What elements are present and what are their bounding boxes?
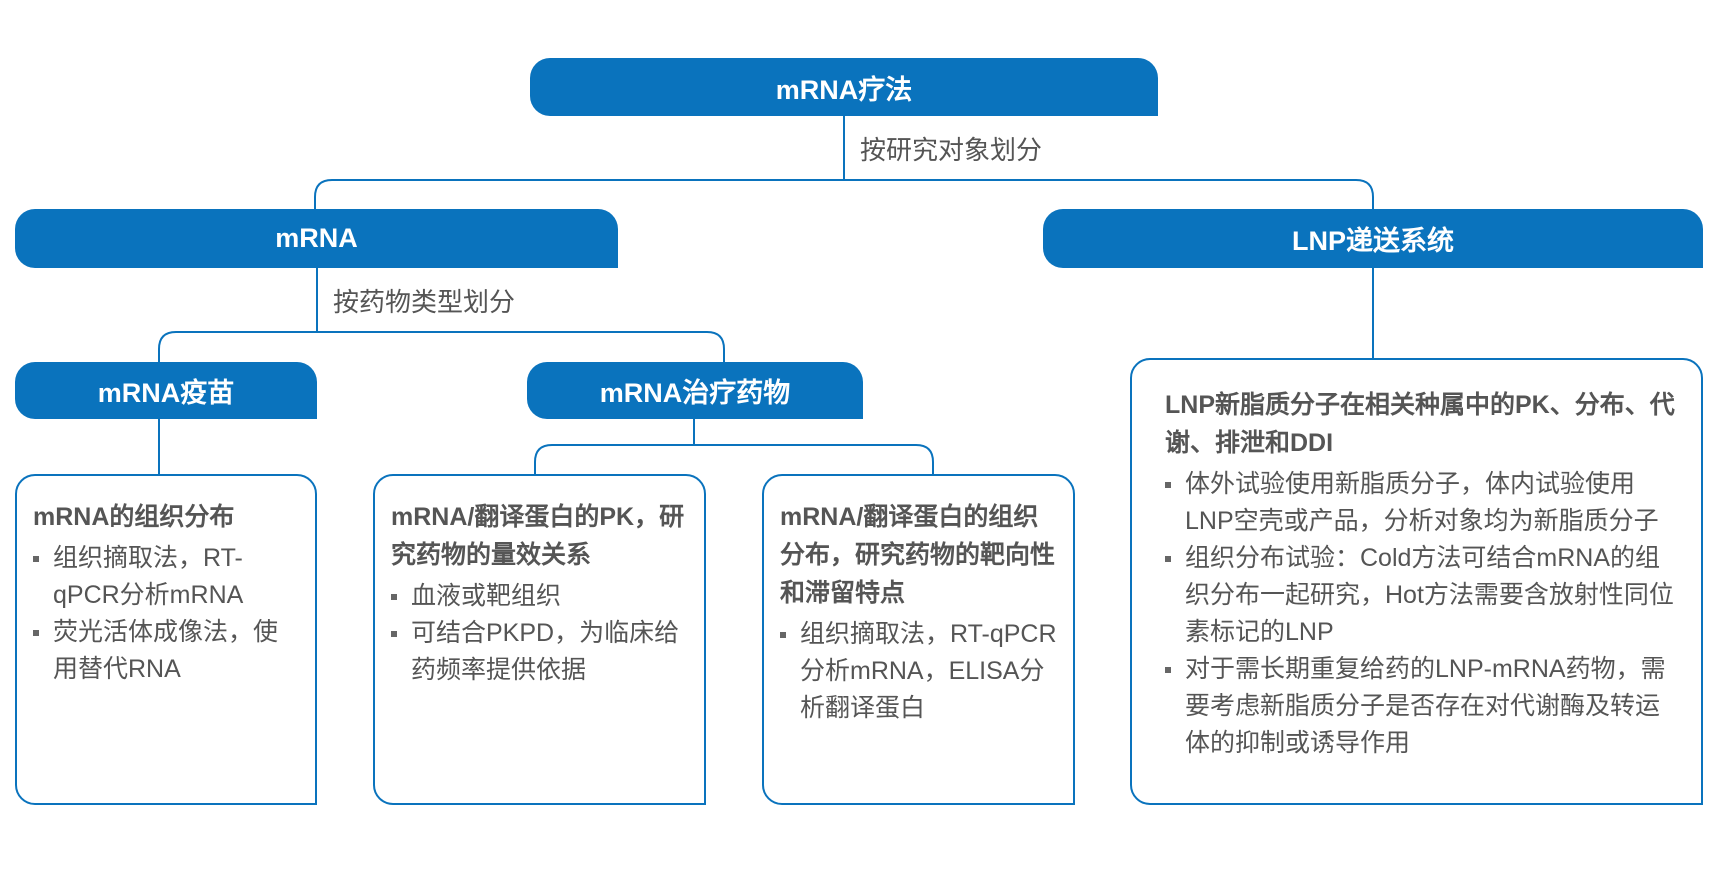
vaccine-box: mRNA的组织分布 组织摘取法，RT-qPCR分析mRNA 荧光活体成像法，使用…	[15, 474, 317, 805]
distribution-box-heading: mRNA/翻译蛋白的组织分布，研究药物的靶向性和滞留特点	[780, 503, 1056, 607]
list-item: 组织摘取法，RT-qPCR分析mRNA，ELISA分析翻译蛋白	[780, 616, 1057, 727]
connector-therapeutic	[534, 419, 934, 474]
list-item: 对于需长期重复给药的LNP-mRNA药物，需要考虑新脂质分子是否存在对代谢酶及转…	[1165, 651, 1683, 762]
pk-box-heading: mRNA/翻译蛋白的PK，研究药物的量效关系	[391, 503, 685, 569]
root-split-label: 按研究对象划分	[860, 135, 1043, 165]
root-header: mRNA疗法	[530, 58, 1158, 116]
list-item: 可结合PKPD，为临床给药频率提供依据	[391, 615, 688, 689]
connector-mrna	[158, 268, 725, 362]
list-item: 组织分布试验：Cold方法可结合mRNA的组织分布一起研究，Hot方法需要含放射…	[1165, 540, 1683, 651]
therapeutic-header: mRNA治疗药物	[527, 362, 863, 419]
mrna-header: mRNA	[15, 209, 618, 268]
list-item: 组织摘取法，RT-qPCR分析mRNA	[33, 540, 299, 614]
list-item: 荧光活体成像法，使用替代RNA	[33, 614, 299, 688]
pk-box: mRNA/翻译蛋白的PK，研究药物的量效关系 血液或靶组织 可结合PKPD，为临…	[373, 474, 706, 805]
lnp-box-heading: LNP新脂质分子在相关种属中的PK、分布、代谢、排泄和DDI	[1165, 391, 1675, 457]
lnp-header: LNP递送系统	[1043, 209, 1703, 268]
list-item: 体外试验使用新脂质分子，体内试验使用LNP空壳或产品，分析对象均为新脂质分子	[1165, 466, 1683, 540]
distribution-box: mRNA/翻译蛋白的组织分布，研究药物的靶向性和滞留特点 组织摘取法，RT-qP…	[762, 474, 1075, 805]
lnp-box: LNP新脂质分子在相关种属中的PK、分布、代谢、排泄和DDI 体外试验使用新脂质…	[1130, 358, 1703, 805]
list-item: 血液或靶组织	[391, 578, 688, 615]
vaccine-box-heading: mRNA的组织分布	[33, 503, 235, 531]
vaccine-header: mRNA疫苗	[15, 362, 317, 419]
connector-root	[314, 116, 1374, 209]
mrna-split-label: 按药物类型划分	[333, 287, 516, 317]
